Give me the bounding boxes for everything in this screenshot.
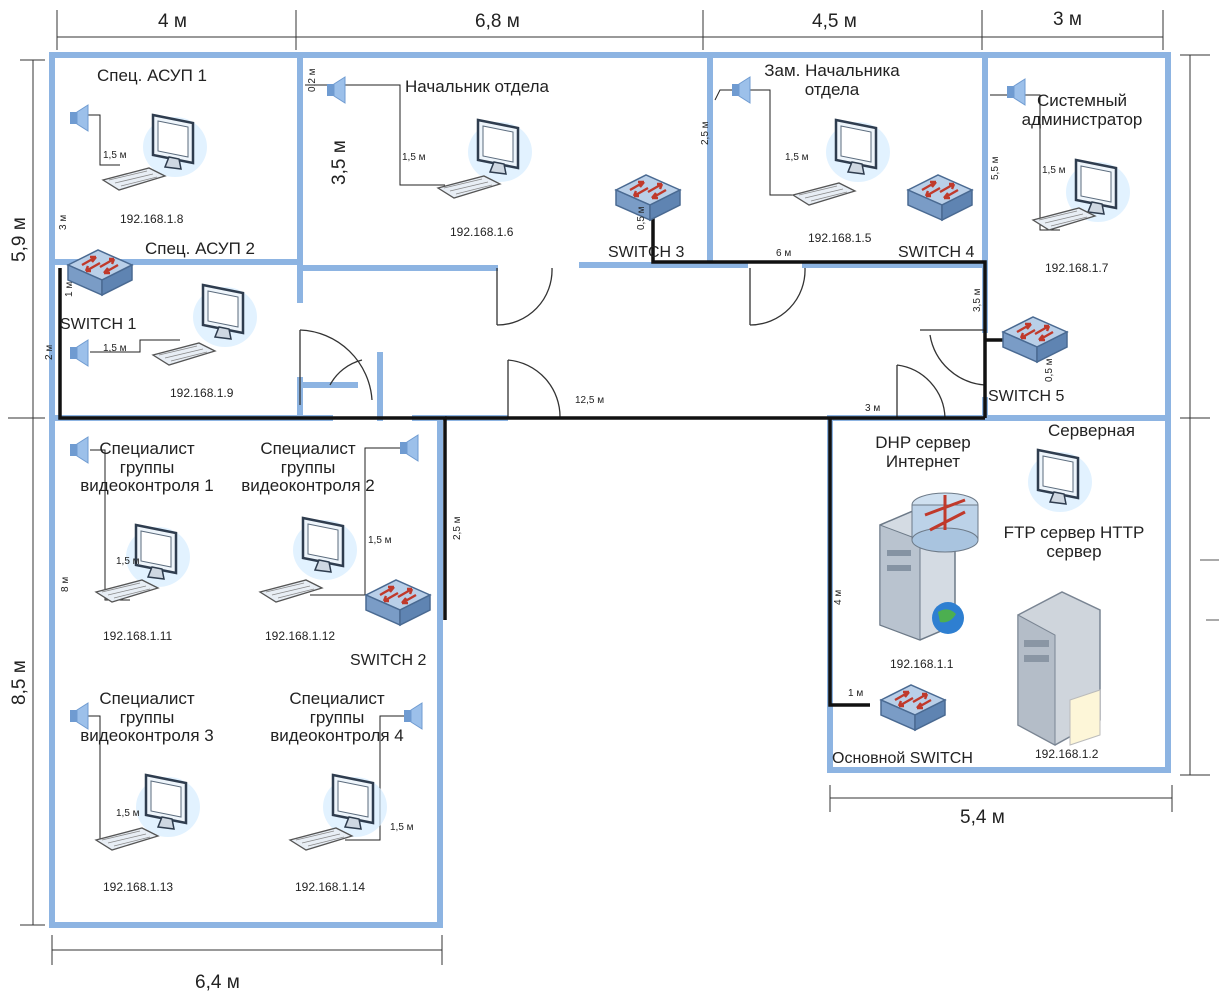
dimension-label: 6,4 м bbox=[195, 972, 240, 993]
ip-label: 192.168.1.7 bbox=[1045, 261, 1109, 275]
cable-length-label: 1,5 м bbox=[390, 822, 414, 833]
dimension-label: 4,5 м bbox=[812, 11, 857, 32]
switch-icon bbox=[66, 248, 134, 297]
server-tower-icon bbox=[879, 492, 979, 641]
room-label: Специалист группы видеоконтроля 2 bbox=[241, 439, 375, 496]
switch-label: SWITCH 3 bbox=[608, 244, 685, 261]
cable-length-label: 2,5 м bbox=[700, 121, 711, 145]
speaker-icon bbox=[69, 339, 89, 367]
ip-label: 192.168.1.9 bbox=[170, 386, 234, 400]
room-label: Системный администратор bbox=[1021, 91, 1143, 129]
speaker-icon bbox=[326, 76, 346, 104]
switch-icon bbox=[1001, 315, 1069, 364]
switch-label: SWITCH 5 bbox=[988, 388, 1065, 405]
cable-length-label: 6 м bbox=[776, 248, 792, 259]
doors bbox=[299, 267, 986, 419]
switch-icon bbox=[364, 578, 432, 627]
cable-length-label: 0,2 м bbox=[307, 68, 318, 92]
dimension-label: 8,5 м bbox=[9, 660, 30, 705]
cable-length-label: 0,5 м bbox=[1044, 358, 1055, 382]
ip-label: 192.168.1.8 bbox=[120, 212, 184, 226]
cable-length-label: 1,5 м bbox=[103, 150, 127, 161]
keyboard-icon bbox=[437, 175, 501, 199]
cable-length-label: 1 м bbox=[848, 688, 864, 699]
cable-length-label: 3 м bbox=[865, 403, 881, 414]
cable-length-label: 2 м bbox=[44, 344, 55, 360]
server-label: FTP сервер HTTP сервер bbox=[1003, 523, 1145, 561]
ip-label: 192.168.1.5 bbox=[808, 231, 872, 245]
room-label: Специалист группы видеоконтроля 3 bbox=[80, 689, 214, 746]
switch-label: SWITCH 2 bbox=[350, 652, 427, 669]
cable-length-label: 1,5 м bbox=[116, 556, 140, 567]
keyboard-icon bbox=[95, 827, 159, 851]
switch-icon bbox=[906, 173, 974, 222]
monitor-icon bbox=[466, 118, 534, 184]
room-label: Зам. Начальника отдела bbox=[764, 61, 900, 99]
cable-length-label: 1,5 м bbox=[103, 343, 127, 354]
devices bbox=[66, 76, 1132, 851]
keyboard-icon bbox=[152, 342, 216, 366]
cable-length-label: 1,5 м bbox=[368, 535, 392, 546]
cable-length-label: 1 м bbox=[64, 281, 75, 297]
ip-label: 192.168.1.13 bbox=[103, 880, 174, 894]
cable-length-label: 1,5 м bbox=[785, 152, 809, 163]
room-label: Спец. АСУП 2 bbox=[145, 239, 255, 258]
monitor-icon bbox=[321, 773, 389, 839]
dimension-label: 3 м bbox=[1053, 9, 1082, 30]
cable-length-label: 1,5 м bbox=[1042, 165, 1066, 176]
keyboard-icon bbox=[1032, 207, 1096, 231]
cable-length-label: 5,5 м bbox=[990, 156, 1001, 180]
cable-length-label: 2,5 м bbox=[452, 516, 463, 540]
switch-label: Основной SWITCH bbox=[832, 750, 973, 767]
cable-length-label: 3,5 м bbox=[972, 288, 983, 312]
cable-length-label: 8 м bbox=[60, 576, 71, 592]
speaker-icon bbox=[399, 434, 419, 462]
switch-icon bbox=[879, 683, 947, 732]
room-label: Спец. АСУП 1 bbox=[97, 66, 207, 85]
server-label: DHP сервер Интернет bbox=[875, 433, 971, 471]
monitor-icon bbox=[291, 516, 359, 582]
cable-length-label: 1,5 м bbox=[116, 808, 140, 819]
dimension-label: 5,9 м bbox=[9, 217, 30, 262]
room-label: Специалист группы видеоконтроля 1 bbox=[80, 439, 214, 496]
keyboard-icon bbox=[259, 579, 323, 603]
speaker-icon bbox=[731, 76, 751, 104]
monitor-icon bbox=[134, 773, 202, 839]
monitor-icon bbox=[824, 118, 892, 184]
server-box-icon bbox=[1017, 591, 1101, 746]
switch-label: SWITCH 1 bbox=[60, 316, 137, 333]
dimension-label: 5,4 м bbox=[960, 807, 1005, 828]
ip-label: 192.168.1.14 bbox=[295, 880, 366, 894]
keyboard-icon bbox=[102, 167, 166, 191]
monitor-icon bbox=[1026, 448, 1094, 514]
switch-label: SWITCH 4 bbox=[898, 244, 975, 261]
dimension-lines bbox=[8, 10, 1219, 965]
cable-length-label: 3 м bbox=[58, 214, 69, 230]
room-label: Начальник отдела bbox=[405, 77, 549, 96]
switch-icon bbox=[614, 173, 682, 222]
cable-length-label: 4 м bbox=[833, 589, 844, 605]
room-label: Серверная bbox=[1048, 421, 1135, 440]
ip-label: 192.168.1.6 bbox=[450, 225, 514, 239]
keyboard-icon bbox=[792, 182, 856, 206]
ip-label: 192.168.1.12 bbox=[265, 629, 336, 643]
cable-length-label: 1,5 м bbox=[402, 152, 426, 163]
cable-length-label: 12,5 м bbox=[575, 395, 605, 406]
ip-label: 192.168.1.2 bbox=[1035, 747, 1099, 761]
ip-label: 192.168.1.11 bbox=[103, 629, 173, 643]
cables-main bbox=[58, 215, 1030, 707]
cable-length-label: 0,5 м bbox=[636, 206, 647, 230]
monitor-icon bbox=[141, 113, 209, 179]
dimension-label: 3,5 м bbox=[329, 140, 350, 185]
ip-label: 192.168.1.1 bbox=[890, 657, 954, 671]
monitor-icon bbox=[191, 283, 259, 349]
speaker-icon bbox=[69, 104, 89, 132]
room-label: Специалист группы видеоконтроля 4 bbox=[270, 689, 404, 746]
dimension-label: 6,8 м bbox=[475, 11, 520, 32]
dimension-label: 4 м bbox=[158, 11, 187, 32]
keyboard-icon bbox=[289, 827, 353, 851]
